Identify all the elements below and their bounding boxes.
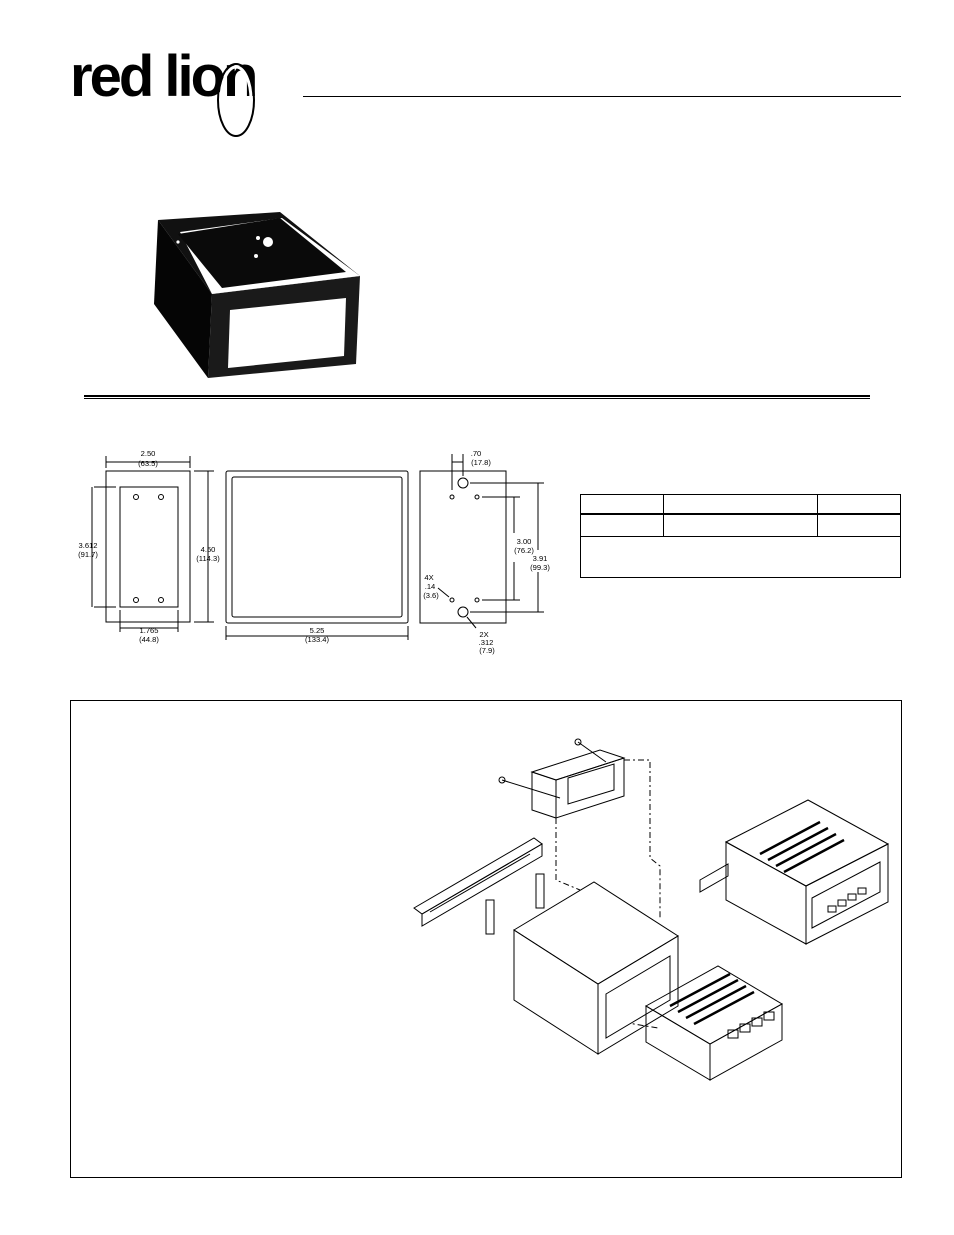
enclosure-back-wall xyxy=(178,218,346,288)
section-divider xyxy=(84,395,870,399)
mount-hole-icon xyxy=(263,237,273,247)
din-clip xyxy=(535,873,545,909)
mount-hole-small-icon xyxy=(254,254,258,258)
dim-hole-spacing-mm: (76.2) xyxy=(514,546,534,555)
logo-wordmark: red lion xyxy=(70,44,255,109)
enclosure-side-face xyxy=(154,220,212,378)
dim-small-holes-mm: (3.6) xyxy=(423,591,439,600)
mount-hole-small-icon xyxy=(256,236,260,240)
assembled-unit xyxy=(699,799,890,945)
dim-inner-height: 3.612 xyxy=(78,541,97,550)
side-view-outline xyxy=(105,470,191,623)
mounting-bracket xyxy=(498,738,626,819)
dim-inner-width-mm: (44.8) xyxy=(139,635,159,644)
dim-offset-mm: (17.8) xyxy=(471,458,491,467)
logo-swoosh-icon xyxy=(219,65,253,135)
dimension-drawing: 2.50 (63.5) 3.612 (91.7) 4.50 (114.3) 1.… xyxy=(78,449,550,655)
assembly-illustration xyxy=(413,738,890,1081)
front-view-outline xyxy=(225,470,409,624)
dim-big-hole-spacing-mm: (99.3) xyxy=(530,563,550,572)
front-view-inner xyxy=(231,476,403,618)
enclosure-box xyxy=(513,881,679,1055)
din-rail xyxy=(413,837,543,927)
logo-swoosh-outline-icon xyxy=(217,63,255,137)
dim-large-holes-mm: (7.9) xyxy=(479,646,495,655)
ordering-table-header xyxy=(581,495,900,515)
dim-side-width-mm: (63.5) xyxy=(138,459,158,468)
ordering-table xyxy=(580,494,901,578)
dim-offset: .70 xyxy=(471,449,482,458)
dim-small-holes-qty: 4X xyxy=(424,573,433,582)
header-rule xyxy=(303,96,901,97)
dim-inner-width: 1.765 xyxy=(139,626,158,635)
side-hole-icon xyxy=(176,240,180,244)
assembly-section-frame xyxy=(70,700,902,1178)
dim-small-holes: .14 xyxy=(425,582,436,591)
dim-side-width: 2.50 xyxy=(141,449,156,458)
enclosure-window xyxy=(228,298,346,368)
panel-meter xyxy=(644,965,784,1081)
large-hole-icon xyxy=(457,606,469,618)
dim-front-width-mm: (133.4) xyxy=(305,635,330,644)
dim-hole-spacing: 3.00 xyxy=(517,537,532,546)
dim-large-holes-qty: 2X xyxy=(479,630,488,639)
dim-height: 4.50 xyxy=(201,545,216,554)
dim-large-holes: .312 xyxy=(479,638,494,647)
dim-height-mm: (114.3) xyxy=(196,554,220,563)
ordering-table-row xyxy=(581,515,900,537)
red-lion-logo: red lion xyxy=(70,44,258,137)
dim-big-hole-spacing: 3.91 xyxy=(533,554,548,563)
din-clip xyxy=(485,899,495,935)
dim-inner-height-mm: (91.7) xyxy=(78,550,98,559)
side-view-inner xyxy=(119,486,179,608)
enclosure-photo xyxy=(154,212,360,378)
dim-front-width: 5.25 xyxy=(310,626,325,635)
large-hole-icon xyxy=(457,477,469,489)
